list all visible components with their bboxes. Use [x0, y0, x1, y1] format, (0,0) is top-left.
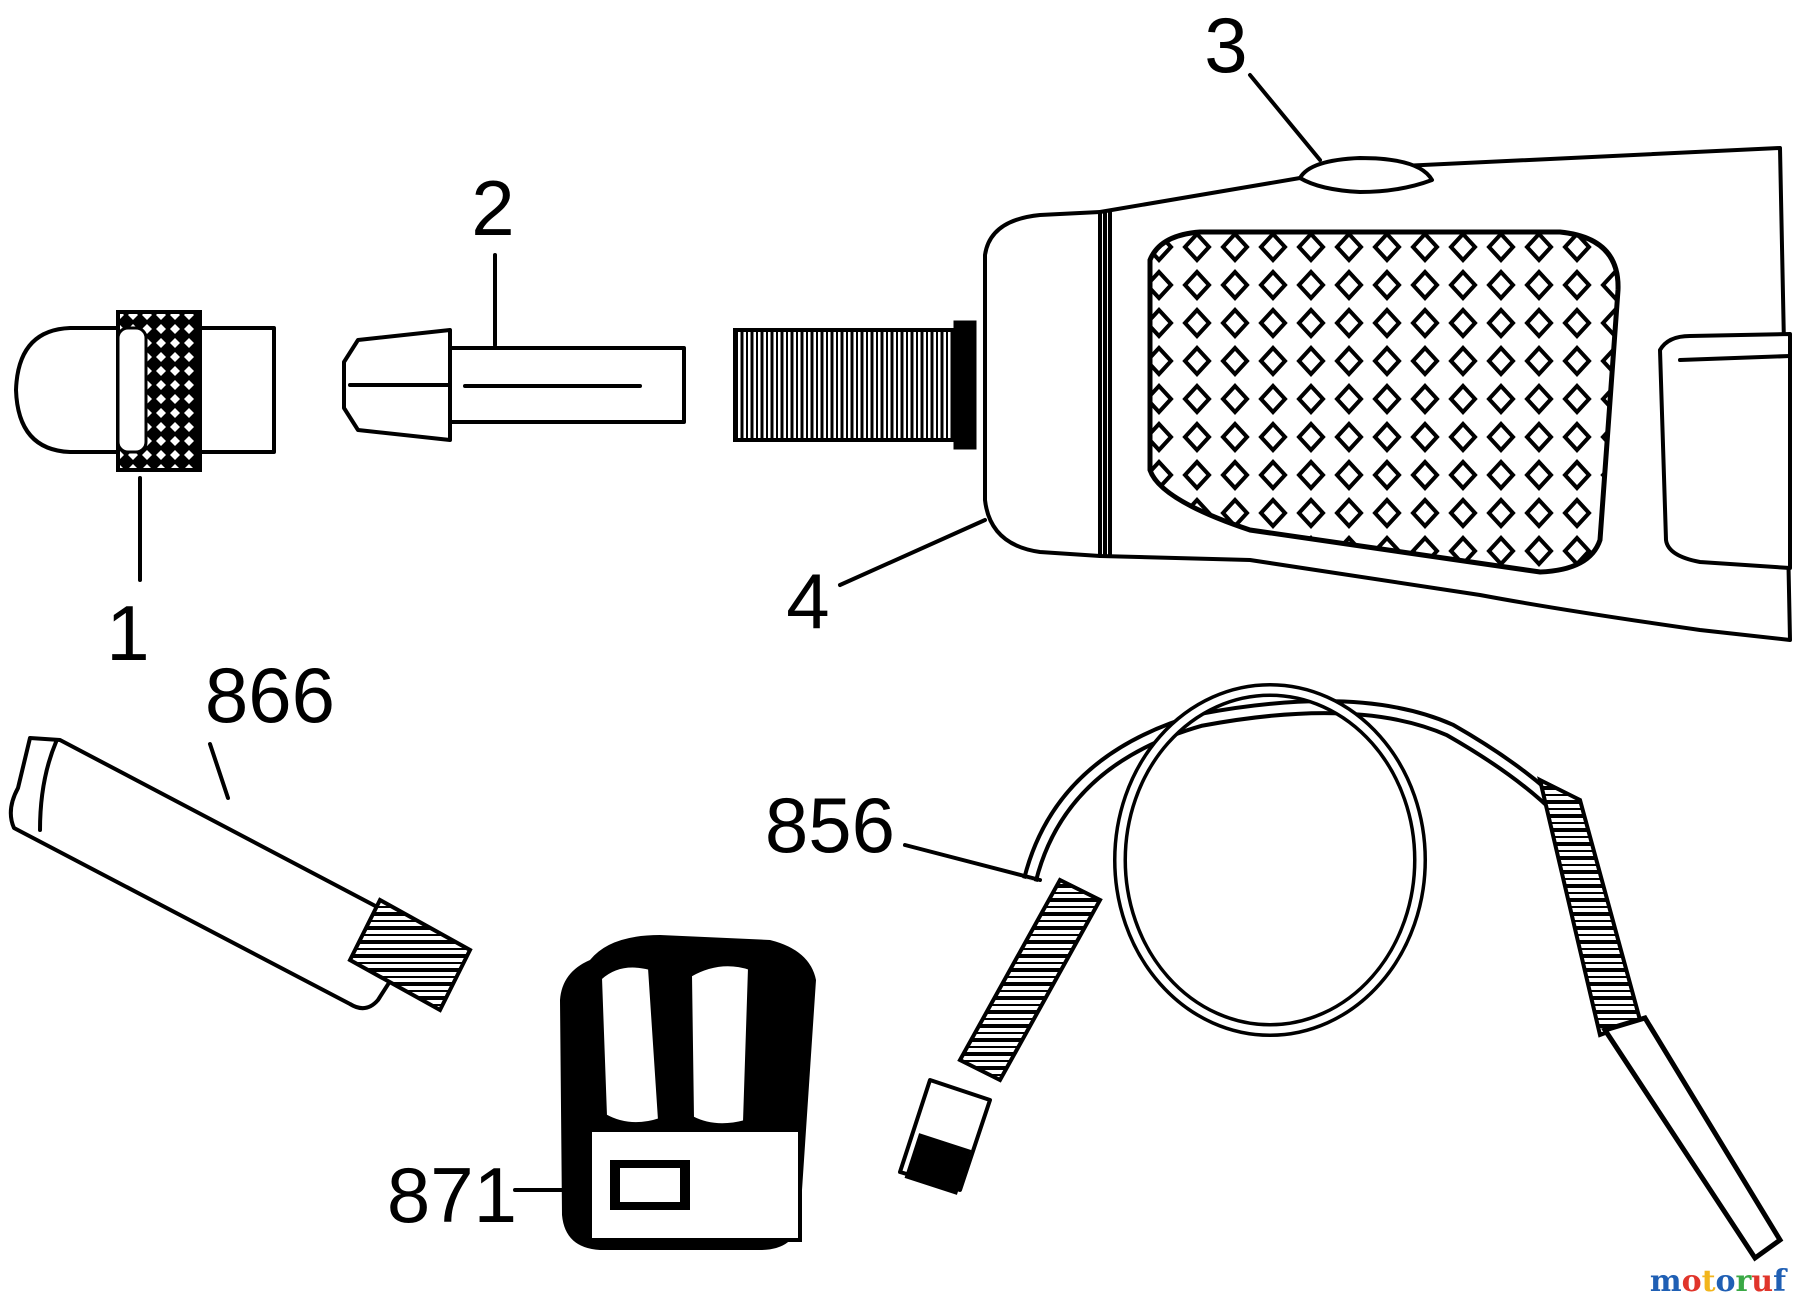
part-871-charger — [513, 935, 816, 1250]
watermark-letter: f — [1773, 1264, 1786, 1299]
watermark-letter: o — [1681, 1264, 1702, 1299]
callout-3: 3 — [1204, 1, 1247, 89]
watermark-letter: m — [1649, 1264, 1682, 1299]
part-2-collet — [342, 253, 686, 442]
callout-4: 4 — [786, 557, 829, 645]
part-4-spindle — [733, 320, 977, 450]
watermark-letter: o — [1715, 1264, 1736, 1299]
part-856-flexible-shaft — [898, 683, 1784, 1262]
watermark-letter: u — [1751, 1264, 1774, 1299]
callout-866: 866 — [205, 651, 335, 739]
callout-871: 871 — [387, 1151, 517, 1239]
callout-1: 1 — [106, 589, 149, 677]
watermark-logo: motoruf — [1650, 1264, 1786, 1299]
watermark-letter: r — [1735, 1264, 1752, 1299]
leader-3 — [1248, 73, 1322, 162]
leader-4 — [838, 518, 987, 587]
callout-2: 2 — [471, 164, 514, 252]
part-866-extension-tube — [8, 736, 473, 1013]
watermark-letter: t — [1701, 1264, 1716, 1299]
callout-856: 856 — [765, 781, 895, 869]
part-1-collet-nut — [14, 310, 276, 582]
tool-body — [983, 146, 1792, 642]
